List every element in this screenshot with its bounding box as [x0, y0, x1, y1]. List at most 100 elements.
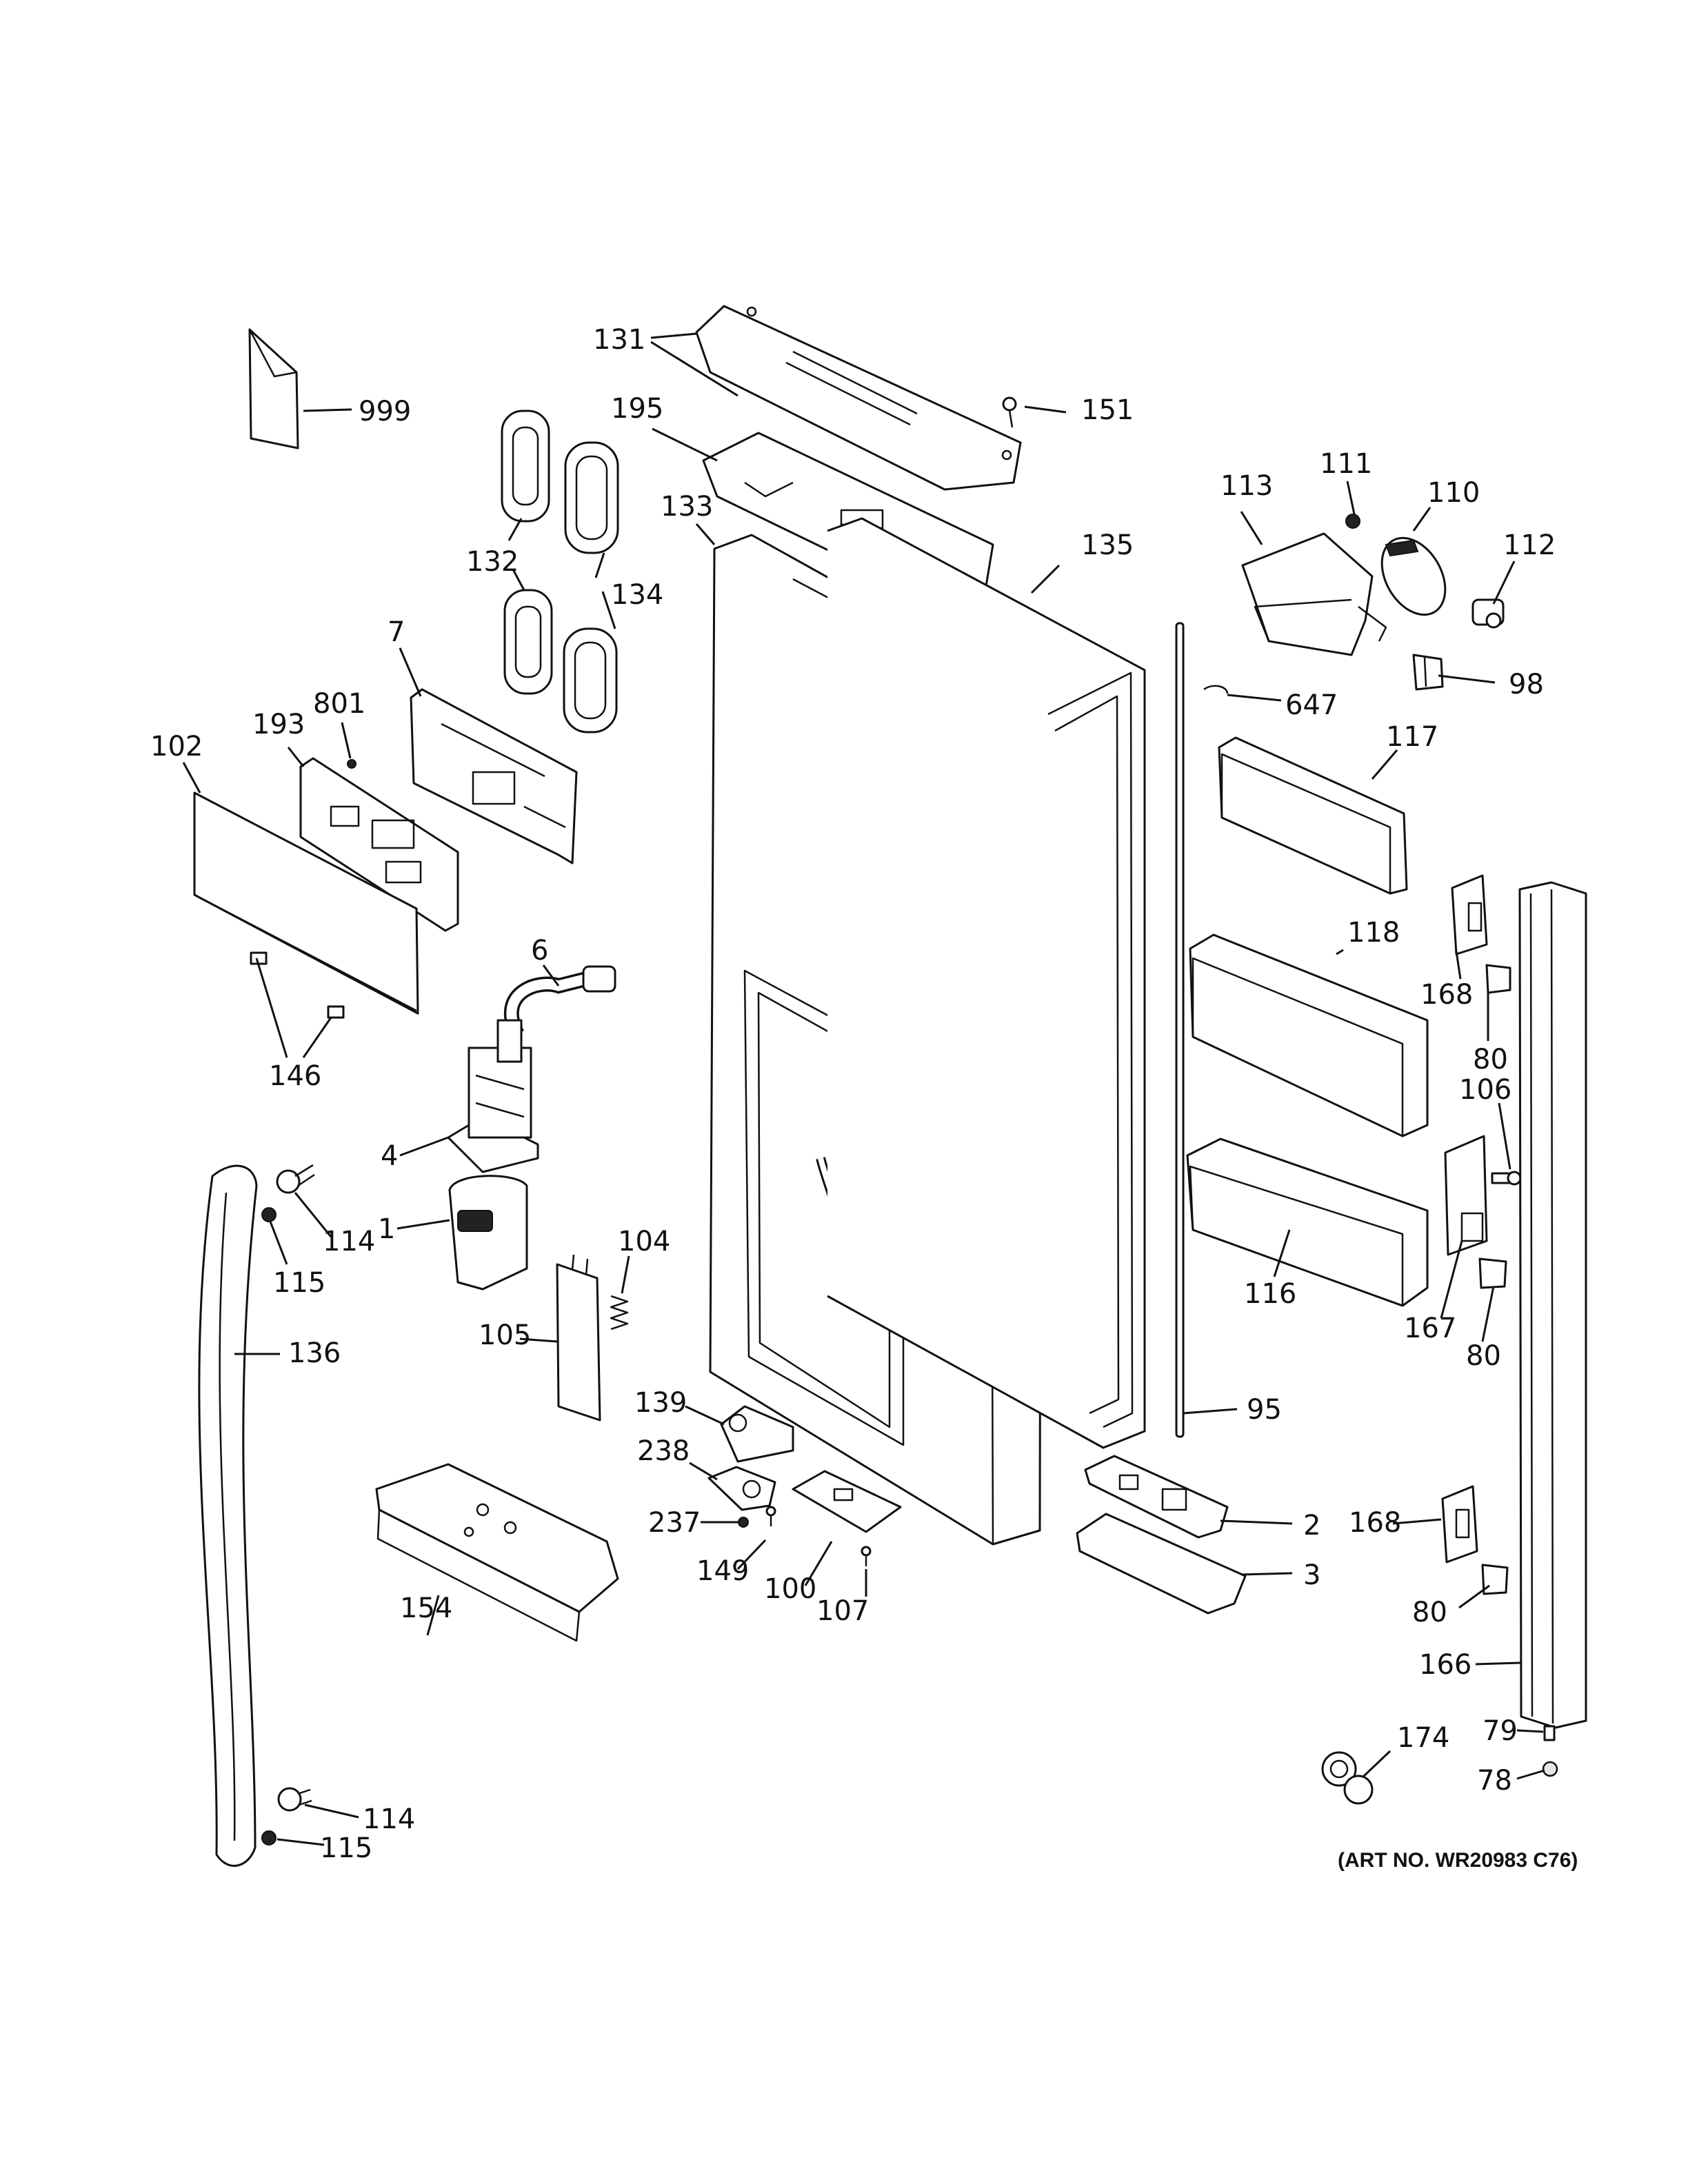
label-154: 154 — [400, 1593, 452, 1624]
part-115-plug-lower — [261, 1830, 277, 1846]
part-98-clip — [1412, 654, 1444, 691]
part-110-damper — [1380, 536, 1447, 616]
part-174-roller — [1321, 1751, 1374, 1805]
part-168-hinge-upper — [1451, 874, 1488, 956]
label-114-upper: 114 — [323, 1226, 375, 1257]
label-174: 174 — [1397, 1722, 1449, 1754]
part-167-hinge — [1444, 1135, 1488, 1256]
part-132-bezel-upper — [501, 410, 550, 523]
part-3-board-cover — [1076, 1513, 1247, 1615]
label-107: 107 — [816, 1595, 869, 1627]
label-136: 136 — [288, 1337, 341, 1369]
label-168-lower: 168 — [1349, 1507, 1401, 1539]
part-193-interface-board — [299, 757, 459, 932]
label-112: 112 — [1503, 529, 1556, 561]
part-135-door-gasket — [827, 517, 1146, 1449]
part-151-screw — [1002, 396, 1017, 428]
part-146-clips — [250, 951, 345, 1019]
part-132-bezel-lower — [503, 589, 553, 695]
part-113-cover — [1241, 532, 1387, 656]
part-149-screw — [765, 1506, 776, 1526]
part-105-switch-cover — [556, 1254, 601, 1422]
label-237: 237 — [648, 1507, 701, 1539]
label-146: 146 — [269, 1060, 321, 1092]
part-139-actuator — [720, 1405, 794, 1463]
part-116-door-bin — [1186, 1138, 1429, 1307]
part-136-door-handle — [198, 1164, 258, 1867]
label-999: 999 — [359, 396, 411, 427]
part-112-motor — [1471, 598, 1505, 629]
label-149: 149 — [696, 1555, 749, 1587]
label-133: 133 — [661, 491, 713, 523]
label-139: 139 — [634, 1387, 687, 1419]
part-154-drip-tray — [375, 1463, 619, 1642]
part-134-gasket-lower — [563, 627, 618, 734]
part-118-door-bin — [1189, 933, 1429, 1138]
label-6: 6 — [531, 935, 548, 967]
label-135: 135 — [1081, 529, 1134, 561]
label-79: 79 — [1483, 1715, 1518, 1747]
part-6-water-tube — [504, 965, 616, 1038]
label-80-c: 80 — [1412, 1597, 1447, 1628]
label-4: 4 — [381, 1140, 398, 1172]
label-105: 105 — [479, 1320, 531, 1351]
label-106: 106 — [1459, 1074, 1511, 1106]
art-number: (ART NO. WR20983 C76) — [1338, 1849, 1578, 1872]
label-647: 647 — [1285, 689, 1338, 721]
label-1: 1 — [378, 1213, 395, 1245]
part-78-spring — [1542, 1761, 1558, 1777]
label-115-lower: 115 — [320, 1832, 372, 1864]
label-2: 2 — [1303, 1510, 1320, 1541]
part-80-clip-b — [1478, 1257, 1507, 1289]
label-238: 238 — [637, 1435, 690, 1467]
label-110: 110 — [1427, 477, 1480, 509]
label-166: 166 — [1419, 1649, 1471, 1681]
part-102-display-cover — [193, 791, 419, 1015]
label-113: 113 — [1220, 470, 1273, 502]
label-95: 95 — [1247, 1394, 1282, 1426]
label-102: 102 — [150, 731, 203, 762]
label-98: 98 — [1509, 669, 1544, 700]
part-79-pin — [1543, 1725, 1556, 1741]
part-114-screw-lower — [277, 1787, 312, 1812]
label-7: 7 — [388, 616, 405, 648]
label-131: 131 — [593, 324, 645, 356]
label-111: 111 — [1320, 448, 1372, 480]
part-237-screw — [738, 1517, 749, 1528]
part-80-clip-a — [1485, 964, 1511, 994]
part-7-mounting-bracket — [410, 688, 578, 865]
part-2-main-board — [1084, 1455, 1229, 1539]
label-115-upper: 115 — [273, 1267, 325, 1299]
label-151: 151 — [1081, 394, 1134, 426]
part-168-hinge-lower — [1441, 1485, 1478, 1564]
part-80-clip-c — [1481, 1564, 1509, 1595]
part-238-bracket — [707, 1466, 776, 1511]
label-80-b: 80 — [1466, 1340, 1501, 1372]
part-115-plug-upper — [261, 1207, 277, 1222]
part-106-pin — [1491, 1171, 1522, 1186]
part-104-spring — [610, 1295, 629, 1331]
label-3: 3 — [1303, 1559, 1320, 1591]
part-114-screw-upper — [276, 1164, 315, 1194]
label-168-upper: 168 — [1420, 979, 1473, 1011]
part-999-literature — [248, 328, 299, 449]
label-193: 193 — [252, 709, 305, 740]
label-104: 104 — [618, 1226, 670, 1257]
part-4-dispenser-valve — [447, 1019, 539, 1173]
part-111-spring — [1345, 514, 1360, 529]
part-117-door-bin — [1218, 736, 1408, 895]
part-801-screw — [347, 759, 356, 769]
part-100-switch-board — [792, 1470, 902, 1533]
label-167: 167 — [1404, 1313, 1456, 1344]
label-134: 134 — [611, 579, 663, 611]
part-647-clip — [1203, 685, 1229, 694]
label-132: 132 — [466, 546, 519, 578]
part-labels: 999 131 151 195 132 134 133 135 113 111 … — [150, 324, 1556, 1864]
part-131-top-cover — [695, 305, 1022, 491]
label-116: 116 — [1244, 1278, 1296, 1310]
label-114-lower: 114 — [363, 1803, 415, 1835]
label-100: 100 — [764, 1573, 816, 1605]
leader-lines — [182, 332, 1545, 1846]
label-80-a: 80 — [1473, 1044, 1508, 1075]
